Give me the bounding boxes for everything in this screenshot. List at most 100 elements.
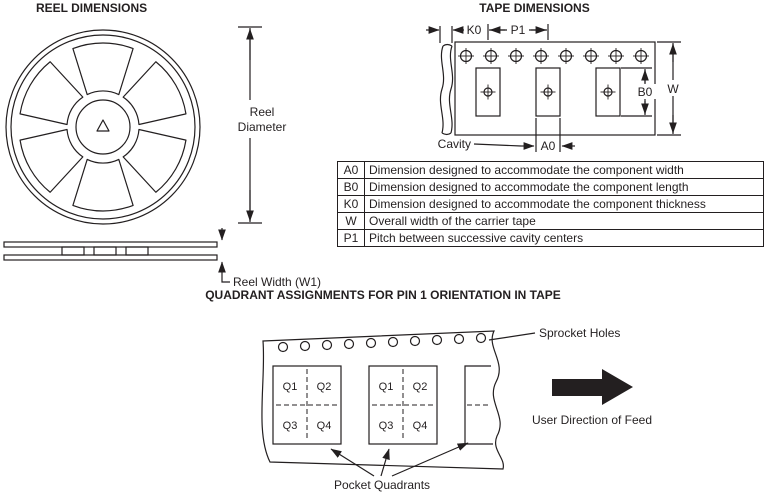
table-row: B0 Dimension designed to accommodate the… [337,178,764,196]
pocket1-q1-label: Q1 [283,381,298,393]
dimension-symbol: P1 [337,229,365,247]
reel-flange-top [3,241,218,248]
tape-cavity [535,67,561,117]
reel-spoke-cutout [72,42,134,96]
sprocket-hole [582,47,600,65]
reel-hub-segment [125,246,149,256]
sprocket-hole [532,47,550,65]
tape-end-cross-section [439,43,454,136]
dimension-description: Dimension designed to accommodate the co… [364,161,764,179]
dimension-symbol: W [337,212,365,230]
feed-direction-arrow [552,369,633,405]
reel-diameter-dimension: Reel Diameter [238,26,287,224]
reel-hub-segment [61,246,85,256]
reel-side-view [3,241,218,261]
sprocket-hole [457,47,475,65]
dimension-description: Pitch between successive cavity centers [364,229,764,247]
pocket2-q2-label: Q2 [413,381,428,393]
sprocket-hole [607,47,625,65]
sprocket-hole [632,47,650,65]
reel-center-mark [96,119,110,132]
table-row: P1 Pitch between successive cavity cente… [337,229,764,247]
k0-dimension: K0 [426,23,482,43]
cavity-leader-line [473,143,522,147]
dimension-description: Dimension designed to accommodate the co… [364,178,764,196]
pocket1-q4-label: Q4 [317,420,332,432]
leader-line [221,274,230,283]
reel-spoke-cutout [72,158,134,212]
tape-cavity [595,67,621,117]
reel-hub-segment [93,246,117,256]
quadrant-tape-outline [261,330,504,470]
p1-label: P1 [511,23,526,37]
tape-cavities [475,67,621,117]
k0-label: K0 [467,23,482,37]
b0-label: B0 [638,85,653,99]
sprocket-hole [409,335,421,347]
quadrant-sprocket-holes [277,332,487,353]
pocket-quadrants-label: Pocket Quadrants [334,478,430,492]
reel-diameter-label-line1: Reel [250,105,275,119]
pocket2-q1-label: Q1 [379,381,394,393]
reel-spoke-cutout [115,116,192,196]
pocket1-q2-label: Q2 [317,381,332,393]
cavity-label: Cavity [438,137,471,151]
dimension-description: Overall width of the carrier tape [364,212,764,230]
sprocket-hole [365,337,377,349]
reel-front-view [5,29,201,225]
pocket-3-partial-outline [464,365,493,445]
b0-dimension: B0 [621,67,656,117]
sprocket-hole [277,341,289,353]
tape-dimensions-drawing: K0 P1 W [426,22,682,153]
reel-flange-bottom [3,254,218,261]
pocket-quadrants-callout: Pocket Quadrants [330,442,469,492]
quadrant-assignments-title: QUADRANT ASSIGNMENTS FOR PIN 1 ORIENTATI… [205,288,561,302]
pocket1-q3-label: Q3 [283,420,298,432]
tape-dimension-legend-table: A0 Dimension designed to accommodate the… [337,161,764,247]
reel-hub [75,99,131,155]
reel-width-label: Reel Width (W1) [233,275,321,289]
sprocket-hole [321,339,333,351]
sprocket-hole [431,334,443,346]
quadrant-assignment-drawing: Q1 Q2 Q3 Q4 Q1 Q2 Q3 Q4 Sprocket Holes U… [261,326,652,492]
sprocket-hole [299,340,311,352]
sprocket-hole [343,338,355,350]
sprocket-hole [507,47,525,65]
pocket2-q4-label: Q4 [413,420,428,432]
reel-dimensions-title: REEL DIMENSIONS [36,1,148,15]
dimension-description: Dimension designed to accommodate the co… [364,195,764,213]
pocket2-q3-label: Q3 [379,420,394,432]
sprocket-holes-leader [488,332,536,341]
pocket-1-outline [272,365,342,445]
reel-spoke-cutout [14,116,91,196]
sprocket-holes-label: Sprocket Holes [539,326,620,340]
dimension-symbol: K0 [337,195,365,213]
reel-spoke-cutout [14,58,91,138]
pocket-2-outline [368,365,438,445]
reel-inner-rim [10,34,196,220]
sprocket-hole [557,47,575,65]
dimension-symbol: B0 [337,178,365,196]
table-row: K0 Dimension designed to accommodate the… [337,195,764,213]
reel-diameter-label-line2: Diameter [238,120,287,134]
a0-dimension: A0 Cavity [438,118,575,153]
reel-width-dimension: Reel Width (W1) [218,228,321,289]
sprocket-hole [387,336,399,348]
reel-outer-rim [5,29,201,225]
tape-dimensions-title: TAPE DIMENSIONS [479,1,590,15]
sprocket-hole [475,332,487,344]
dimension-symbol: A0 [337,161,365,179]
p1-dimension: P1 [487,22,549,40]
feed-direction-label: User Direction of Feed [532,413,652,427]
tape-sprocket-holes [457,47,650,65]
table-row: A0 Dimension designed to accommodate the… [337,161,764,179]
w-dimension: W [657,41,682,136]
tape-cavity [475,67,501,117]
reel-spoke-cutout [115,58,192,138]
sprocket-hole [482,47,500,65]
table-row: W Overall width of the carrier tape [337,212,764,230]
a0-label: A0 [541,139,556,153]
w-label: W [667,82,679,96]
